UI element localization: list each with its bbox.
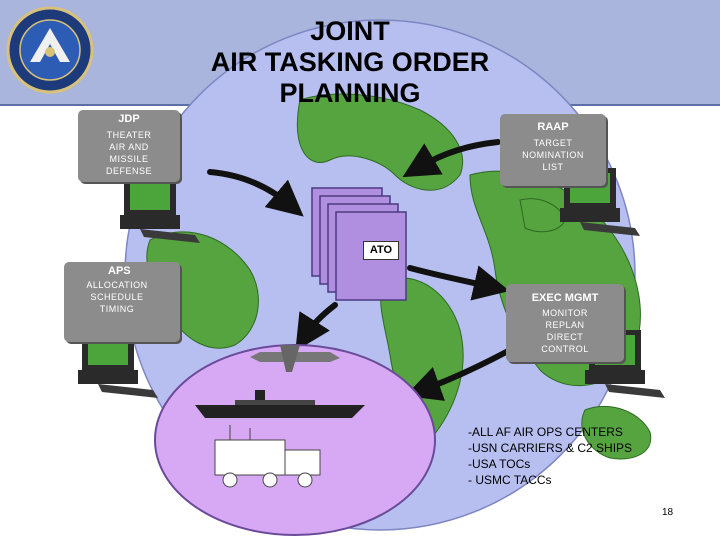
aircraft-icon	[250, 345, 340, 372]
arrow-ato-to-exec	[407, 265, 510, 301]
jdp-line-2: AIR AND	[109, 142, 149, 152]
jdp-panel: JDP THEATER AIR AND MISSILE DEFENSE	[78, 110, 180, 182]
raap-line-2: NOMINATION	[522, 150, 584, 160]
raap-title: RAAP	[537, 121, 569, 133]
ato-label: ATO	[363, 241, 399, 260]
raap-panel: RAAP TARGET NOMINATION LIST	[500, 114, 606, 186]
raap-line-3: LIST	[542, 162, 564, 172]
aircraft-carrier-icon	[195, 390, 365, 418]
forces-list: -ALL AF AIR OPS CENTERS -USN CARRIERS & …	[468, 424, 632, 488]
arrow-jdp-to-ato	[207, 169, 304, 217]
aps-line-3: TIMING	[99, 304, 135, 314]
air-force-emblem	[6, 6, 94, 94]
exec-line-1: MONITOR	[542, 308, 588, 318]
title-line-3: PLANNING	[279, 78, 421, 108]
exec-line-2: REPLAN	[545, 320, 585, 330]
arrow-exec-to-forces	[405, 347, 513, 401]
flow-arrows	[207, 139, 513, 401]
jdp-line-1: THEATER	[106, 130, 152, 140]
forces-list-item: -USN CARRIERS & C2 SHIPS	[468, 441, 633, 455]
forces-bubble	[154, 344, 436, 536]
raap-line-1: TARGET	[533, 138, 573, 148]
ground-vehicle-icon	[214, 425, 321, 488]
exec-panel: EXEC MGMT MONITOR REPLAN DIRECT CONTROL	[506, 284, 624, 362]
forces-list-item: -ALL AF AIR OPS CENTERS	[468, 425, 623, 439]
exec-line-3: DIRECT	[546, 332, 584, 342]
title-line-1: JOINT	[310, 16, 390, 46]
arrow-raap-to-ato	[402, 139, 501, 178]
arrow-ato-to-aps	[295, 302, 338, 352]
aps-panel: APS ALLOCATION SCHEDULE TIMING	[64, 262, 180, 342]
aps-line-1: ALLOCATION	[86, 280, 148, 290]
title-line-2: AIR TASKING ORDER	[210, 47, 490, 77]
jdp-title: JDP	[118, 113, 140, 125]
jdp-line-4: DEFENSE	[105, 166, 152, 176]
aps-line-2: SCHEDULE	[90, 292, 144, 302]
page-number: 18	[662, 507, 674, 518]
jdp-line-3: MISSILE	[109, 154, 149, 164]
exec-title: EXEC MGMT	[531, 292, 599, 304]
forces-list-item: - USMC TACCs	[468, 473, 552, 487]
exec-line-4: CONTROL	[541, 344, 589, 354]
aps-title: APS	[108, 265, 131, 277]
slide-title: JOINT AIR TASKING ORDER PLANNING	[180, 16, 520, 109]
forces-list-item: -USA TOCs	[468, 457, 531, 471]
